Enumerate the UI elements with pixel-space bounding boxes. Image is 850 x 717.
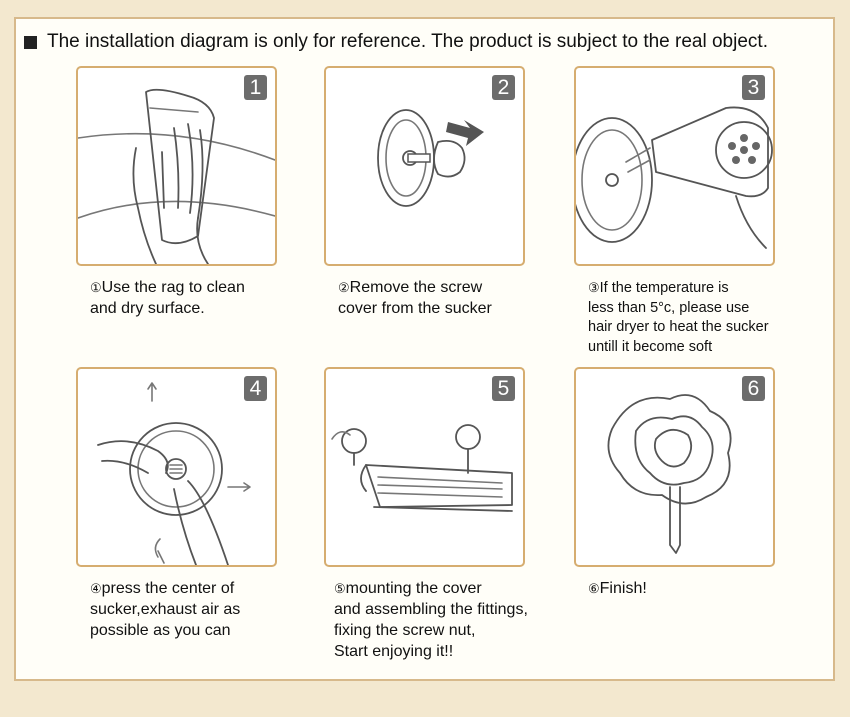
step-5-caption-line-1: mounting the cover xyxy=(345,580,482,597)
step-3-caption-line-3: hair dryer to heat the sucker xyxy=(588,319,769,335)
instruction-sheet: The installation diagram is only for ref… xyxy=(14,17,835,681)
step-6-caption-line-1: Finish! xyxy=(599,580,647,597)
step-2-caption-line-2: cover from the sucker xyxy=(338,300,492,317)
step-3-number: 3 xyxy=(742,75,765,100)
step-4-number: 4 xyxy=(244,376,267,401)
step-5-marker: ⑤ xyxy=(334,581,346,596)
step-1-caption-line-1: Use the rag to clean xyxy=(101,279,245,296)
step-3-marker: ③ xyxy=(588,280,600,295)
step-6-number: 6 xyxy=(742,376,765,401)
step-5-number: 5 xyxy=(492,376,515,401)
step-6-caption: ⑥Finish! xyxy=(588,578,647,599)
step-1-caption-line-2: and dry surface. xyxy=(90,300,205,317)
step-4-illustration: 4 xyxy=(76,367,277,567)
remove-screw-cover-drawing xyxy=(377,109,484,207)
mounting-rack-drawing xyxy=(331,424,513,512)
disclaimer-text: The installation diagram is only for ref… xyxy=(47,31,768,52)
step-3-caption-line-2: less than 5°c, please use xyxy=(588,299,750,316)
finished-sucker-hook-drawing xyxy=(607,394,732,554)
step-6-illustration: 6 xyxy=(574,367,775,567)
step-6-marker: ⑥ xyxy=(588,581,600,596)
step-5-caption-line-2: and assembling the fittings, xyxy=(334,601,528,618)
hair-dryer-heating-drawing xyxy=(576,106,773,249)
step-4-marker: ④ xyxy=(90,581,102,596)
disclaimer-header: The installation diagram is only for ref… xyxy=(24,31,768,53)
step-3-caption-line-4: untill it become soft xyxy=(588,338,713,355)
step-3-illustration: 3 xyxy=(574,66,775,266)
step-1-caption: ①Use the rag to clean and dry surface. xyxy=(90,277,245,319)
step-4-caption-line-2: sucker,exhaust air as xyxy=(90,601,241,618)
step-5-caption-line-4: Start enjoying it!! xyxy=(334,643,454,660)
step-2-caption-line-1: Remove the screw xyxy=(349,279,483,296)
step-1-number: 1 xyxy=(244,75,267,100)
hand-wiping-rag-drawing xyxy=(78,88,275,264)
step-5-illustration: 5 xyxy=(324,367,525,567)
step-1-illustration: 1 xyxy=(76,66,277,266)
step-2-number: 2 xyxy=(492,75,515,100)
square-bullet-icon xyxy=(24,35,37,49)
press-center-exhaust-air-drawing xyxy=(97,382,251,565)
step-2-illustration: 2 xyxy=(324,66,525,266)
step-5-caption: ⑤mounting the cover and assembling the f… xyxy=(334,578,528,662)
step-4-caption-line-1: press the center of xyxy=(101,580,235,597)
step-3-caption: ③If the temperature is less than 5°c, pl… xyxy=(588,278,769,357)
step-2-marker: ② xyxy=(338,280,350,295)
step-2-caption: ②Remove the screw cover from the sucker xyxy=(338,277,492,319)
step-4-caption-line-3: possible as you can xyxy=(90,622,231,639)
step-1-marker: ① xyxy=(90,280,102,295)
step-4-caption: ④press the center of sucker,exhaust air … xyxy=(90,578,240,641)
step-5-caption-line-3: fixing the screw nut, xyxy=(334,622,476,639)
step-3-caption-line-1: If the temperature is xyxy=(599,280,729,296)
